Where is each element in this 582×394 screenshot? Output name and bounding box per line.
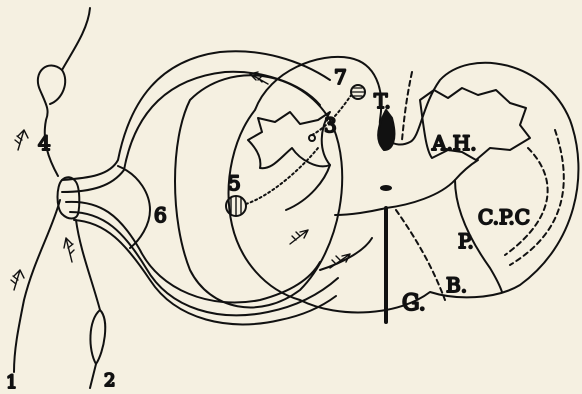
nerve-4-ganglion	[38, 66, 62, 176]
label-5: 5	[228, 171, 241, 195]
nerve-1	[14, 200, 60, 372]
label-7: 7	[334, 65, 347, 89]
label-b: B.	[446, 273, 467, 297]
fiber-to-cord-a	[286, 165, 330, 210]
label-4: 4	[38, 131, 51, 155]
structure-5-hatch	[231, 196, 241, 216]
root-bottom-3	[74, 220, 336, 324]
root-bottom-1	[66, 202, 320, 303]
label-3: 3	[324, 113, 337, 137]
label-cpc: C.P.C	[478, 205, 530, 229]
structure-7-hatch	[352, 88, 364, 96]
commissure-dashes	[402, 72, 412, 140]
posterior-horn-left	[248, 112, 330, 168]
nerve-2-ganglion	[90, 310, 105, 364]
label-g: G.	[402, 291, 426, 316]
nerve-4-ganglion-side	[50, 70, 65, 104]
column-boundary-right	[386, 160, 478, 208]
label-t: T.	[374, 89, 391, 113]
label-1: 1	[6, 372, 17, 393]
label-6: 6	[154, 203, 167, 227]
column-boundary-left	[335, 208, 386, 215]
label-p: P.	[458, 229, 474, 253]
central-canal	[380, 185, 392, 191]
ganglion-ellipse	[175, 75, 342, 307]
label-ah: A.H.	[431, 131, 477, 155]
nerve-2-lower	[90, 364, 96, 388]
nerve-4-upper	[62, 8, 90, 70]
nerve-2-upper	[76, 220, 100, 310]
goll-burdach-dashes	[396, 210, 445, 300]
label-2: 2	[104, 370, 115, 391]
cpc-dashes-inner	[505, 148, 548, 255]
fiber-to-cord-b	[320, 238, 372, 270]
